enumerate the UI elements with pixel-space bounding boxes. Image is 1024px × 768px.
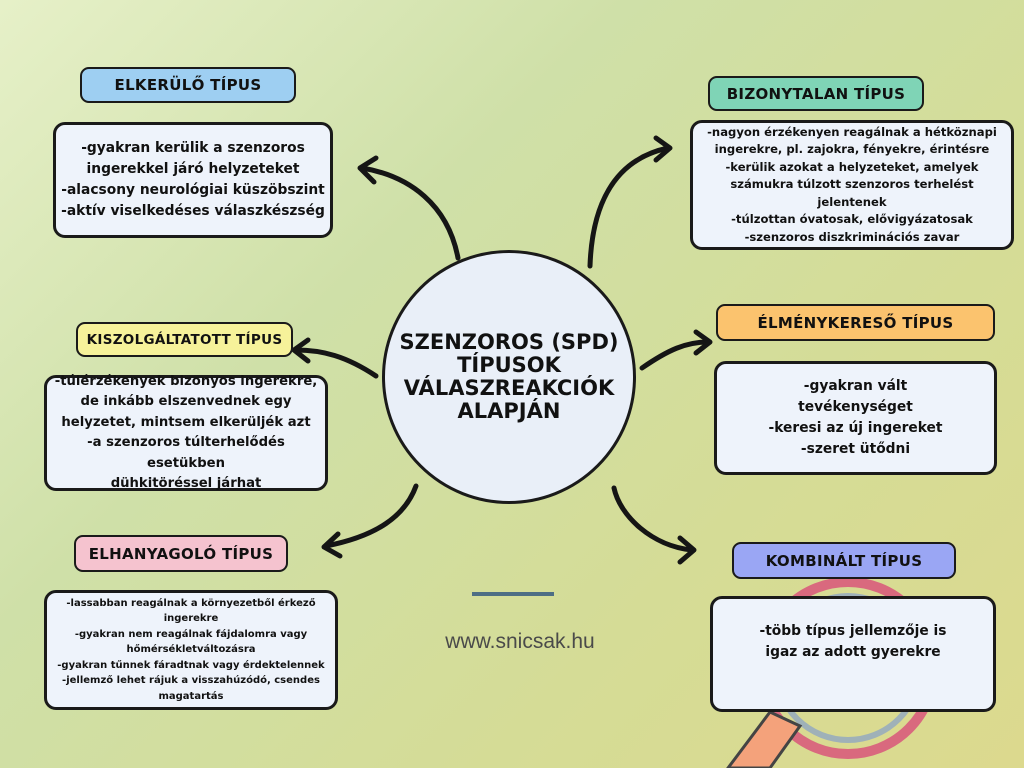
card-line: -alacsony neurológiai küszöbszint — [61, 182, 325, 198]
center-topic: SZENZOROS (SPD) TÍPUSOK VÁLASZREAKCIÓK A… — [382, 250, 636, 504]
card-line: -túlzottan óvatosak, elővigyázatosak — [731, 212, 973, 227]
kombinalt-label: KOMBINÁLT TÍPUS — [732, 542, 956, 579]
arrow-to-bizonytalan — [587, 145, 671, 269]
card-line: -gyakran nem reagálnak fájdalomra vagy — [74, 628, 308, 640]
card-line: számukra túlzott szenzoros terhelést — [730, 177, 974, 192]
card-line: de inkább elszenvednek egy — [80, 394, 292, 409]
elkerulo-label: ELKERÜLŐ TÍPUS — [80, 67, 296, 103]
elhanyagolo-label: ELHANYAGOLÓ TÍPUS — [74, 535, 288, 572]
card-line: ingerekre, pl. zajokra, fényekre, érinté… — [714, 142, 990, 157]
kiszolgaltatott-label: KISZOLGÁLTATOTT TÍPUS — [76, 322, 293, 357]
card-line: ingerekkel járó helyzeteket — [86, 161, 300, 177]
card-line: -keresi az új ingereket — [768, 420, 943, 436]
card-line: magatartás — [158, 690, 224, 702]
card-line: dühkitöréssel járhat — [110, 476, 262, 491]
kiszolgaltatott-card: -túlérzékenyek bizonyos ingerekre, de in… — [44, 373, 328, 491]
card-line: -kerülik azokat a helyzeteket, amelyek — [725, 159, 979, 174]
card-line: -lassabban reagálnak a környezetből érke… — [66, 597, 316, 609]
center-title-line: SZENZOROS (SPD) — [399, 330, 619, 354]
elhanyagolo-card: -lassabban reagálnak a környezetből érke… — [44, 590, 338, 710]
card-line: -gyakran vált — [803, 378, 908, 394]
elmenykereso-label: ÉLMÉNYKERESŐ TÍPUS — [716, 304, 995, 341]
card-line: -gyakran kerülik a szenzoros — [81, 140, 305, 156]
card-line: igaz az adott gyerekre — [765, 644, 941, 660]
card-line: jelentenek — [817, 194, 887, 209]
elkerulo-card: -gyakran kerülik a szenzoros ingerekkel … — [53, 122, 333, 238]
arrow-to-elmenykereso — [639, 339, 711, 371]
card-line: ingerekre — [163, 613, 219, 625]
card-line: -jellemző lehet rájuk a visszahúzódó, cs… — [62, 675, 320, 687]
card-line: tevékenységet — [798, 399, 913, 415]
footer-divider — [472, 592, 554, 596]
arrow-to-kombinalt — [611, 485, 695, 553]
arrow-to-kiszolgaltatott — [293, 347, 379, 379]
kombinalt-card: -több típus jellemzője is igaz az adott … — [710, 596, 996, 712]
card-line: helyzetet, mintsem elkerüljék azt — [61, 414, 311, 430]
card-line: -szeret ütődni — [800, 441, 911, 457]
card-line: -aktív viselkedéses válaszkészség — [61, 203, 325, 219]
bizonytalan-label: BIZONYTALAN TÍPUS — [708, 76, 924, 111]
card-line: -túlérzékenyek bizonyos ingerekre, — [54, 373, 318, 389]
arrow-to-elkerulo — [359, 165, 461, 261]
card-line: -több típus jellemzője is — [759, 623, 947, 639]
center-title-line: TÍPUSOK — [457, 353, 561, 377]
website-link[interactable]: www.snicsak.hu — [445, 630, 595, 653]
card-line: -nagyon érzékenyen reagálnak a hétköznap… — [707, 124, 997, 139]
elmenykereso-card: -gyakran vált tevékenységet -keresi az ú… — [714, 361, 997, 475]
center-title-line: ALAPJÁN — [457, 399, 561, 423]
card-line: -szenzoros diszkriminációs zavar — [744, 229, 960, 244]
arrow-to-elhanyagolo — [323, 483, 419, 549]
center-title-line: VÁLASZREAKCIÓK — [403, 376, 615, 400]
card-line: -gyakran tűnnek fáradtnak vagy érdektele… — [57, 659, 325, 671]
bizonytalan-card: -nagyon érzékenyen reagálnak a hétköznap… — [690, 120, 1014, 250]
card-line: -a szenzoros túlterhelődés esetükben — [87, 435, 285, 471]
card-line: hőmérsékletváltozásra — [126, 644, 256, 656]
